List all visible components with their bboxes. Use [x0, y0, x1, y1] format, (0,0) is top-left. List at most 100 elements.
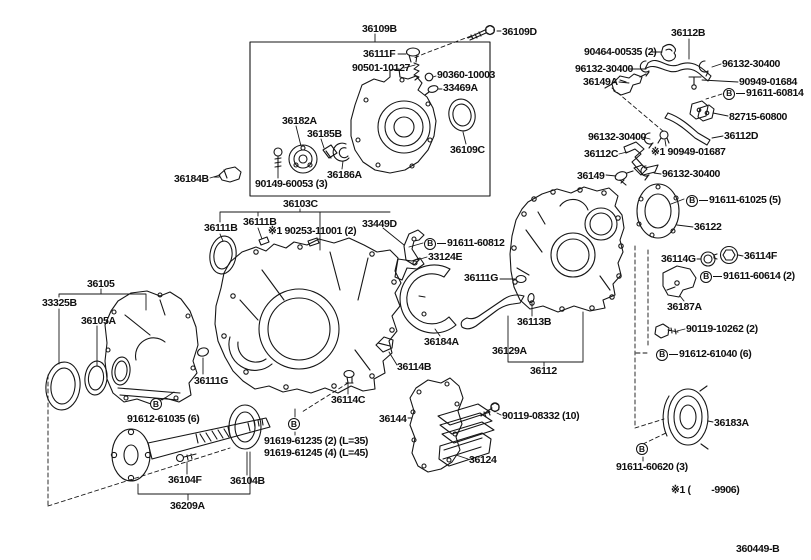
clip-36114b-drawing	[375, 336, 394, 353]
part-label-33124e: 33124E	[428, 251, 463, 263]
part-label-36105a: 36105A	[81, 315, 116, 327]
part-label-text: 91611-60614 (2)	[723, 269, 795, 282]
part-label-90501-10127: 90501-10127	[352, 62, 411, 74]
part-label-82715-60800: 82715-60800	[729, 111, 788, 123]
seal-33325b-drawing	[45, 361, 81, 411]
part-label-91612-61040: B 91612-61040 (6)	[656, 347, 752, 361]
part-label-91611-60814: B 91611-60814	[723, 86, 804, 100]
b-dash	[669, 354, 678, 355]
part-label-36111b-1: 36111B	[204, 222, 238, 234]
circled-b-icon: B	[686, 194, 698, 207]
part-label-36112: 36112	[530, 365, 557, 377]
b-dash	[713, 276, 722, 277]
part-label-36209a: 36209A	[170, 500, 205, 512]
part-label-36114c: 36114C	[331, 394, 366, 406]
rear-case-drawing	[509, 179, 627, 313]
plug-36114f-drawing	[713, 245, 739, 265]
part-label-36114g: 36114G	[661, 253, 696, 265]
part-label-90949-01684: 90949-01684	[739, 76, 798, 88]
screw-90119-10262-drawing	[654, 323, 679, 339]
part-label-91611-60614: B 91611-60614 (2)	[700, 270, 795, 283]
plug-36111g-drawings	[197, 274, 527, 357]
part-label-96132-30400-2: 96132-30400	[722, 58, 781, 70]
part-label-90949-01687: ※1 90949-01687	[651, 146, 726, 158]
retainer-36122-drawing	[636, 183, 680, 239]
part-label-90119-10262: 90119-10262 (2)	[686, 323, 758, 335]
circled-b-icon: B	[150, 398, 162, 410]
part-label-36149: 36149	[577, 170, 605, 182]
part-label-36185b: 36185B	[307, 128, 342, 140]
pump-body-drawing	[350, 68, 437, 174]
baffle-36124-drawing	[437, 403, 495, 467]
seal-36109c-drawing	[448, 98, 476, 132]
output-shaft-drawing	[110, 404, 271, 482]
part-label-33469a: 33469A	[443, 82, 478, 94]
inset-box	[249, 41, 491, 197]
part-label-90119-08332: 90119-08332 (10)	[502, 410, 580, 422]
circled-b-icon: B	[723, 87, 735, 100]
part-label-90253-11001: ※1 90253-11001 (2)	[268, 225, 357, 237]
dashed-lines	[47, 35, 723, 507]
part-label-36112d: 36112D	[724, 130, 759, 142]
circled-b-icon: B	[288, 418, 300, 430]
part-label-96132-30400-4: 96132-30400	[662, 168, 721, 180]
part-label-36184a: 36184A	[424, 336, 459, 348]
part-label-90149-60053: 90149-60053 (3)	[255, 178, 328, 190]
part-label-36144: 36144	[379, 413, 407, 425]
part-label-36122: 36122	[694, 221, 722, 233]
guide-36184a-drawing	[399, 264, 457, 334]
part-label-text: 91611-61025 (5)	[709, 193, 781, 206]
circled-b-icon: B	[656, 348, 668, 361]
part-label-36111f: 36111F	[363, 48, 396, 60]
plate-36187a-drawing	[662, 265, 697, 298]
seal-36111b-drawing	[209, 235, 320, 275]
b-dash	[736, 93, 745, 94]
part-label-36114f: 36114F	[744, 250, 777, 262]
breather-hoses-drawing	[604, 43, 715, 181]
bearing-36183a-drawing	[662, 385, 709, 450]
part-label-36112c: 36112C	[584, 148, 619, 160]
part-label-note-1: ※1 ( -9906)	[671, 484, 740, 496]
part-label-36113b: 36113B	[517, 316, 552, 328]
part-label-36104b: 36104B	[230, 475, 265, 487]
part-label-text: 91611-60812	[447, 236, 505, 249]
part-label-36114b: 36114B	[397, 361, 432, 373]
part-label-36111b-2: 36111B	[243, 216, 277, 228]
part-label-text: 91611-60814	[746, 86, 804, 99]
part-label-90360-10003: 90360-10003	[437, 69, 496, 81]
part-label-diagram-code: 360449-B	[736, 543, 780, 555]
part-label-91611-61025: B 91611-61025 (5)	[686, 194, 781, 207]
part-label-36129a: 36129A	[492, 345, 527, 357]
part-label-33449d: 33449D	[362, 218, 397, 230]
circled-b-icon: B	[636, 443, 648, 455]
part-label-36111g-1: 36111G	[464, 272, 499, 284]
part-label-36149a: 36149A	[583, 76, 618, 88]
screw-90119-08332-drawing	[480, 402, 500, 418]
part-label-36109c: 36109C	[450, 144, 485, 156]
b-dash	[699, 200, 708, 201]
part-label-90464-00535: 90464-00535 (2)	[584, 46, 657, 58]
part-label-36184b: 36184B	[174, 173, 209, 185]
part-label-91619-61245: 91619-61245 (4) (L=45)	[264, 447, 369, 459]
part-label-96132-30400-3: 96132-30400	[588, 131, 647, 143]
lever-36129a-drawing	[460, 294, 525, 330]
part-label-36183a: 36183A	[714, 417, 749, 429]
part-label-36109b: 36109B	[362, 23, 397, 35]
leader-lines	[58, 30, 744, 501]
circled-b-icon: B	[424, 237, 436, 250]
screw-90149-drawing	[273, 147, 283, 169]
part-label-91612-61035: 91612-61035 (6)	[127, 413, 200, 425]
part-label-33325b: 33325B	[42, 297, 77, 309]
part-label-36105: 36105	[87, 278, 115, 290]
part-label-36186a: 36186A	[327, 169, 362, 181]
part-label-36104f: 36104F	[168, 474, 202, 486]
circled-b-icon: B	[700, 270, 712, 283]
part-label-36112b: 36112B	[671, 27, 706, 39]
part-label-36103c: 36103C	[283, 198, 318, 210]
pump-rotor-drawing	[288, 142, 350, 174]
part-label-text: 91612-61040 (6)	[679, 347, 752, 360]
part-label-36109d: 36109D	[502, 26, 537, 38]
